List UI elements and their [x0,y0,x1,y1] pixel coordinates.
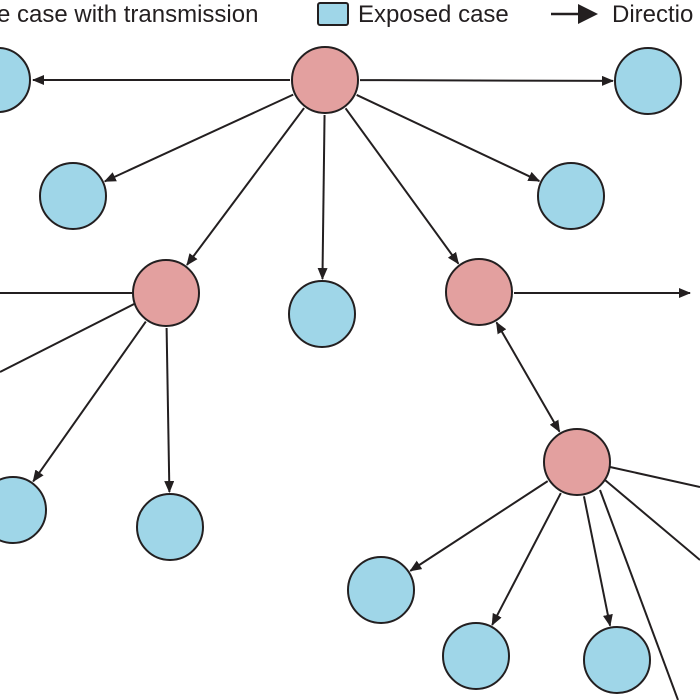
node-layer [39,46,682,694]
legend-arrow-icon [551,4,598,24]
exposed-node-edge-low-left [0,476,47,544]
edge-hub-bottom-to-exposed-bottom-3 [582,496,613,627]
edge-hub-left-offscreen-2 [0,301,139,373]
transmission-node-hub-bottom [543,428,611,496]
legend-exposed-swatch [317,2,349,26]
legend-transmission-label: e case with transmission [0,1,258,28]
offscreen-nodes [0,47,47,544]
edge-hub-bottom-to-exposed-bottom-2 [491,492,562,626]
edge-hub-top-to-exposed-top-right [359,75,615,86]
edge-layer [32,75,615,627]
exposed-node-exposed-top-right [614,47,682,115]
offscreen-edges [0,288,700,700]
exposed-node-exposed-low-left [136,493,204,561]
edge-hub-top-to-exposed-center [317,114,328,281]
exposed-node-exposed-mid-right [537,162,605,230]
edge-hub-bottom-offscreen-3 [599,489,679,700]
edge-hub-left-to-exposed-low-left [164,327,175,494]
edge-hub-bottom-offscreen-2 [604,479,700,561]
legend-exposed-label: Exposed case [358,1,509,28]
edge-hub-top-to-hub-right [344,107,460,265]
legend: e case with transmission Exposed case Di… [0,1,693,28]
edge-hub-top-to-hub-left [186,107,305,266]
transmission-node-hub-top [291,46,359,114]
exposed-node-edge-top-left [0,47,31,113]
edge-hub-bottom-to-exposed-bottom-1 [409,480,549,572]
edge-hub-bottom-offscreen-1 [609,466,700,488]
transmission-node-hub-left [132,259,200,327]
edge-hub-right-to-hub-bottom [495,321,561,433]
exposed-node-exposed-center [288,280,356,348]
exposed-node-exposed-bottom-2 [442,622,510,690]
exposed-node-exposed-bottom-1 [347,556,415,624]
exposed-node-exposed-mid-left [39,162,107,230]
transmission-node-hub-right [445,258,513,326]
edge-hub-top-to-exposed-mid-left [103,93,294,183]
edge-hub-left-to-exposed-low-far-left [32,321,147,483]
legend-direction-label: Directio [612,1,693,28]
exposed-node-exposed-bottom-3 [583,626,651,694]
edge-hub-top-to-exposed-mid-right [356,94,541,182]
